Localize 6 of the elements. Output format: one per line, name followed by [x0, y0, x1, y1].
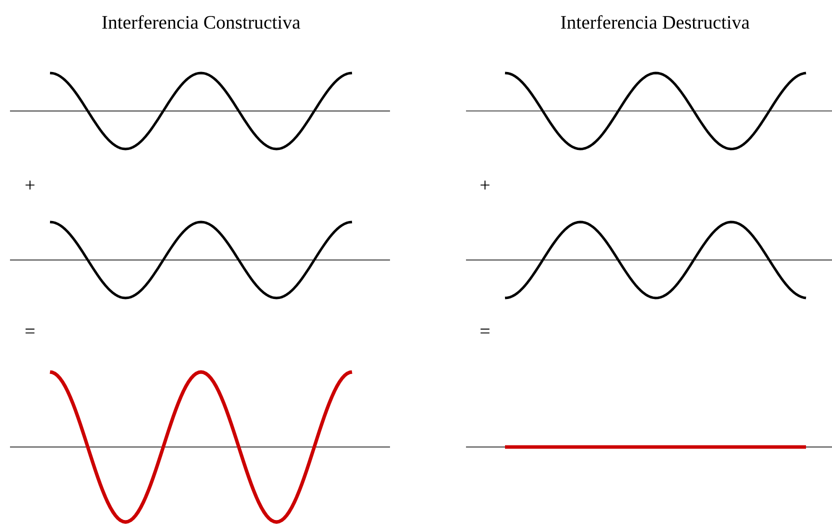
panel-title: Interferencia Destructiva	[561, 15, 750, 29]
operator-symbol: +	[26, 180, 34, 190]
operator-symbol: =	[26, 328, 34, 334]
operator-symbol: =	[480, 328, 490, 334]
operator-symbol: +	[480, 180, 490, 190]
panel-title: Interferencia Constructiva	[102, 15, 300, 29]
